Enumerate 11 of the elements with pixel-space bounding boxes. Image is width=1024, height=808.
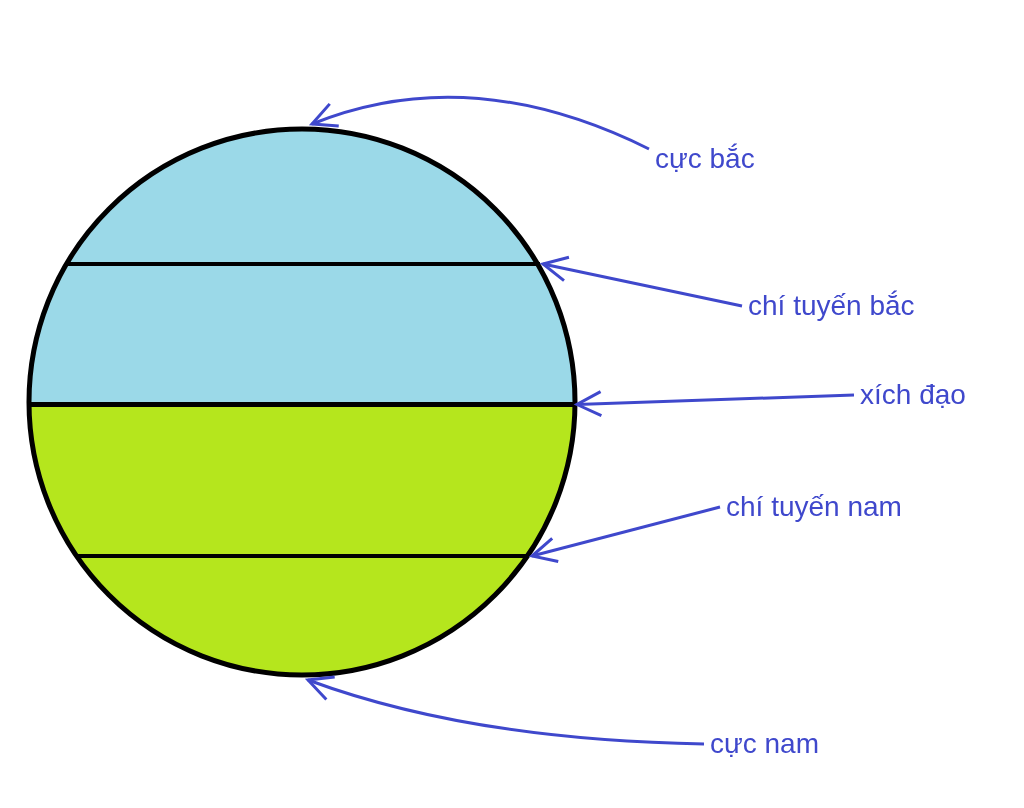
leader-line xyxy=(575,390,855,418)
label-text: cực bắc xyxy=(655,142,755,176)
globe-circle xyxy=(26,126,578,678)
label-text: xích đạo xyxy=(860,378,966,412)
leader-line xyxy=(541,255,743,308)
label-text: cực nam xyxy=(710,727,819,761)
leader-line xyxy=(530,505,721,564)
leader-line xyxy=(310,95,650,151)
label-text: chí tuyến nam xyxy=(726,490,902,524)
label-text: chí tuyến bắc xyxy=(748,289,915,323)
leader-line xyxy=(306,675,705,746)
